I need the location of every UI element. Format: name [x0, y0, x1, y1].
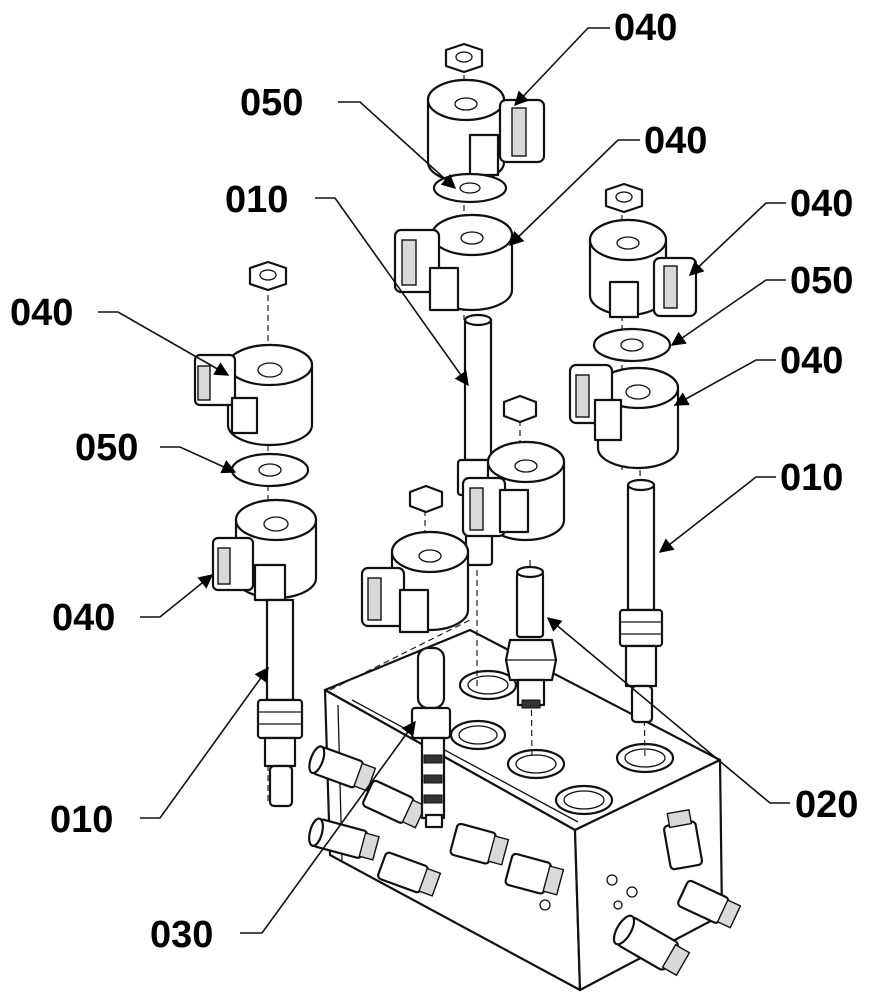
- callout-labels: 040 050 040 010 040 050 040 040 050 010 …: [10, 7, 858, 956]
- cartridge-030: [410, 646, 452, 829]
- leader-030: [240, 720, 416, 934]
- callout-040-top: 040: [614, 7, 677, 49]
- left-coil-stack: [193, 260, 318, 808]
- callout-040-mid: 040: [644, 120, 707, 162]
- leader-050-left: [160, 446, 237, 474]
- leader-040-right-mid: [673, 359, 776, 406]
- callout-010-top: 010: [225, 179, 288, 221]
- center-lower-coil: [461, 394, 566, 542]
- elbow-fittings: [308, 745, 742, 977]
- right-washer: [592, 327, 672, 363]
- leader-050-top: [338, 101, 457, 189]
- leader-010-left: [140, 666, 269, 819]
- callout-010-left: 010: [50, 799, 113, 841]
- leader-040-mid: [508, 139, 640, 247]
- right-coil-stack: [568, 182, 698, 724]
- callout-040-right-top: 040: [790, 183, 853, 225]
- callout-050-left: 050: [75, 427, 138, 469]
- leader-040-left-bottom: [140, 574, 214, 618]
- callout-050-right: 050: [790, 260, 853, 302]
- leader-040-right-top: [688, 202, 786, 276]
- left-washer: [230, 452, 310, 488]
- callout-030: 030: [150, 914, 213, 956]
- callout-040-left-top: 040: [10, 292, 73, 334]
- leader-040-top: [514, 27, 610, 107]
- callout-040-left-bottom: 040: [52, 597, 115, 639]
- leader-040-left-top: [98, 311, 230, 376]
- leader-020: [546, 617, 790, 804]
- leader-010-top: [315, 197, 469, 387]
- callout-050-top: 050: [240, 82, 303, 124]
- callout-020: 020: [795, 784, 858, 826]
- leader-lines: [98, 27, 790, 934]
- front-coil: [360, 484, 470, 634]
- cartridge-020: [504, 565, 558, 709]
- leader-050-right: [670, 279, 786, 346]
- callout-010-right: 010: [780, 457, 843, 499]
- leader-010-right: [658, 476, 776, 553]
- callout-040-right-mid: 040: [780, 340, 843, 382]
